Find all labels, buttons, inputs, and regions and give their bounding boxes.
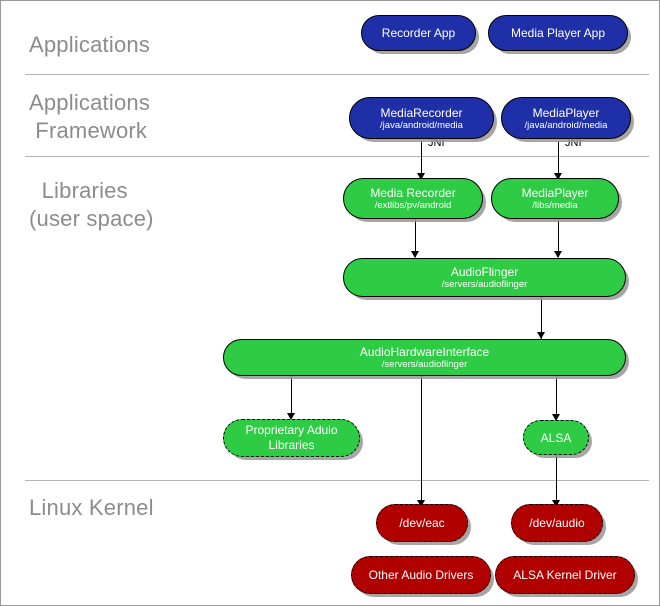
node-mediarecorder-framework[interactable]: MediaRecorder /java/android/media — [349, 97, 494, 139]
node-proprietary-audio-libraries[interactable]: Proprietary Aduio Libraries — [223, 419, 360, 457]
arrowhead-audioflinger-to-hardware-interface — [537, 332, 545, 339]
node-media-player-app-title: Media Player App — [510, 26, 606, 40]
jni-label-left: JNI — [428, 137, 445, 149]
node-alsa-title: ALSA — [540, 430, 572, 445]
node-audiohardwareinterface-title: AudioHardwareInterface — [359, 345, 490, 359]
node-alsa-kernel-driver[interactable]: ALSA Kernel Driver — [495, 556, 635, 594]
connector-hwi-to-dev-eac — [421, 376, 422, 506]
node-dev-audio-title: /dev/audio — [529, 516, 585, 530]
node-media-recorder-library-path: /extlibs/pv/android — [374, 200, 452, 211]
node-media-player-app[interactable]: Media Player App — [488, 15, 628, 51]
jni-label-right: JNI — [565, 137, 582, 149]
node-alsa-kernel-driver-title: ALSA Kernel Driver — [513, 568, 617, 582]
arrowhead-hwi-to-proprietary-libs — [287, 413, 295, 420]
connector-hwi-to-alsa — [556, 376, 557, 420]
connector-jni-right — [558, 141, 559, 179]
node-recorder-app-title: Recorder App — [381, 26, 456, 40]
node-media-recorder-library[interactable]: Media Recorder /extlibs/pv/android — [343, 178, 483, 219]
node-dev-eac[interactable]: /dev/eac — [376, 504, 468, 542]
node-mediaplayer-framework-path: /java/android/media — [524, 119, 608, 131]
node-alsa[interactable]: ALSA — [523, 420, 589, 455]
arrowhead-jni-right — [554, 173, 562, 180]
connector-hwi-to-proprietary-libs — [291, 376, 292, 419]
node-mediaplayer-framework[interactable]: MediaPlayer /java/android/media — [501, 97, 631, 139]
arrowhead-media-player-to-audioflinger — [554, 251, 562, 258]
arrowhead-jni-left — [417, 173, 425, 180]
divider-applications — [25, 74, 649, 75]
node-audioflinger-path: /servers/audioflinger — [441, 279, 528, 290]
arrowhead-hwi-to-alsa — [552, 414, 560, 421]
node-dev-audio[interactable]: /dev/audio — [511, 504, 603, 542]
connector-media-player-to-audioflinger — [558, 219, 559, 257]
node-dev-eac-title: /dev/eac — [399, 516, 445, 530]
divider-kernel — [25, 480, 649, 481]
arrowhead-media-recorder-to-audioflinger — [411, 251, 419, 258]
node-proprietary-audio-libraries-title: Proprietary Aduio Libraries — [245, 423, 338, 452]
node-audiohardwareinterface-path: /servers/audioflinger — [381, 359, 468, 370]
node-audioflinger-title: AudioFlinger — [450, 265, 519, 279]
node-audiohardwareinterface[interactable]: AudioHardwareInterface /servers/audiofli… — [223, 339, 626, 376]
node-media-player-library[interactable]: MediaPlayer /libs/media — [491, 178, 619, 219]
layer-label-applications: Applications — [29, 32, 151, 57]
connector-audioflinger-to-hardware-interface — [541, 297, 542, 339]
node-mediaplayer-framework-title: MediaPlayer — [532, 105, 600, 120]
node-recorder-app[interactable]: Recorder App — [361, 15, 476, 51]
divider-framework — [25, 156, 649, 157]
node-other-audio-drivers[interactable]: Other Audio Drivers — [351, 556, 491, 594]
connector-media-recorder-to-audioflinger — [415, 219, 416, 257]
node-media-recorder-library-title: Media Recorder — [370, 186, 456, 200]
node-mediarecorder-framework-title: MediaRecorder — [380, 105, 463, 120]
connector-alsa-to-dev-audio — [556, 454, 557, 506]
node-media-player-library-title: MediaPlayer — [521, 186, 589, 200]
layer-label-libraries: Libraries (user space) — [29, 178, 154, 231]
node-audioflinger[interactable]: AudioFlinger /servers/audioflinger — [343, 258, 626, 297]
connector-jni-left — [421, 141, 422, 179]
layer-label-linux-kernel: Linux Kernel — [29, 495, 154, 520]
node-media-player-library-path: /libs/media — [532, 200, 578, 211]
layer-label-applications-framework: Applications Framework — [29, 90, 151, 143]
node-other-audio-drivers-title: Other Audio Drivers — [368, 568, 474, 582]
node-mediarecorder-framework-path: /java/android/media — [380, 119, 463, 131]
